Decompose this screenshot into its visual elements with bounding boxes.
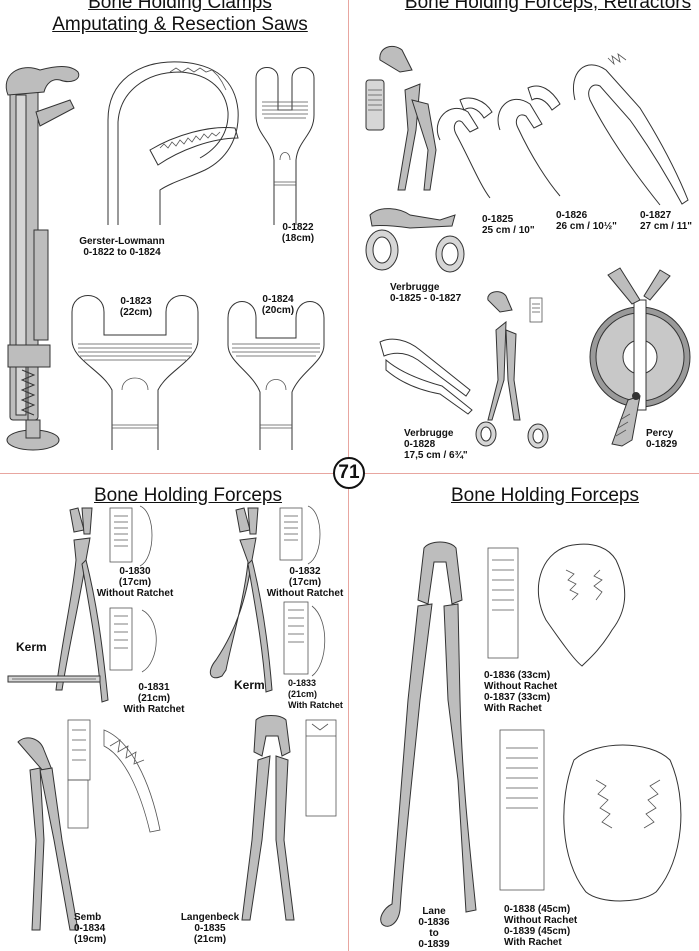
clamp-0-1823-drawing <box>71 295 199 450</box>
title-forceps-retractors: Bone Holding Forceps, Retractors <box>404 0 692 13</box>
kerm-forceps-1832-illustration <box>209 505 326 693</box>
title-bone-holding-forceps-right: Bone Holding Forceps <box>451 485 639 506</box>
kerm-forceps-1830-illustration <box>7 505 157 703</box>
label-0-1822: 0-1822(18cm) <box>281 222 315 244</box>
verbrugge-jaw-drawings <box>436 53 689 206</box>
page-number: 71 <box>333 457 365 489</box>
title-amputating-saws: Amputating & Resection Saws <box>52 14 308 35</box>
clamp-0-1822-drawing <box>255 67 315 225</box>
label-0-1832: 0-1832(17cm)Without Ratchet <box>266 566 344 599</box>
title-bone-holding-forceps-left: Bone Holding Forceps <box>94 485 282 506</box>
clamp-0-1824-drawing <box>227 301 325 450</box>
gerster-jaw-drawing <box>107 61 239 225</box>
semb-forceps-illustration <box>17 719 161 931</box>
label-kerm-right: Kerm <box>234 678 265 692</box>
label-0-1833: 0-1833(21cm)With Ratchet <box>288 678 343 710</box>
langenbeck-forceps-illustration <box>241 715 337 921</box>
title-bone-holding-clamps: Bone Holding Clamps <box>88 0 272 13</box>
label-0-1823: 0-1823(22cm) <box>119 296 153 318</box>
label-0-1824: 0-1824(20cm) <box>261 294 295 316</box>
verbrugge-forceps-illustration <box>365 45 465 273</box>
gerster-clamp-illustration <box>5 66 80 451</box>
label-0-1831: 0-1831(21cm)With Ratchet <box>123 682 185 715</box>
lane-forceps-illustration <box>380 541 682 927</box>
label-kerm-left: Kerm <box>16 640 47 654</box>
percy-retractor-illustration <box>589 267 691 447</box>
verbrugge-0-1828-illustration <box>379 291 549 449</box>
label-0-1830: 0-1830(17cm)Without Ratchet <box>96 566 174 599</box>
